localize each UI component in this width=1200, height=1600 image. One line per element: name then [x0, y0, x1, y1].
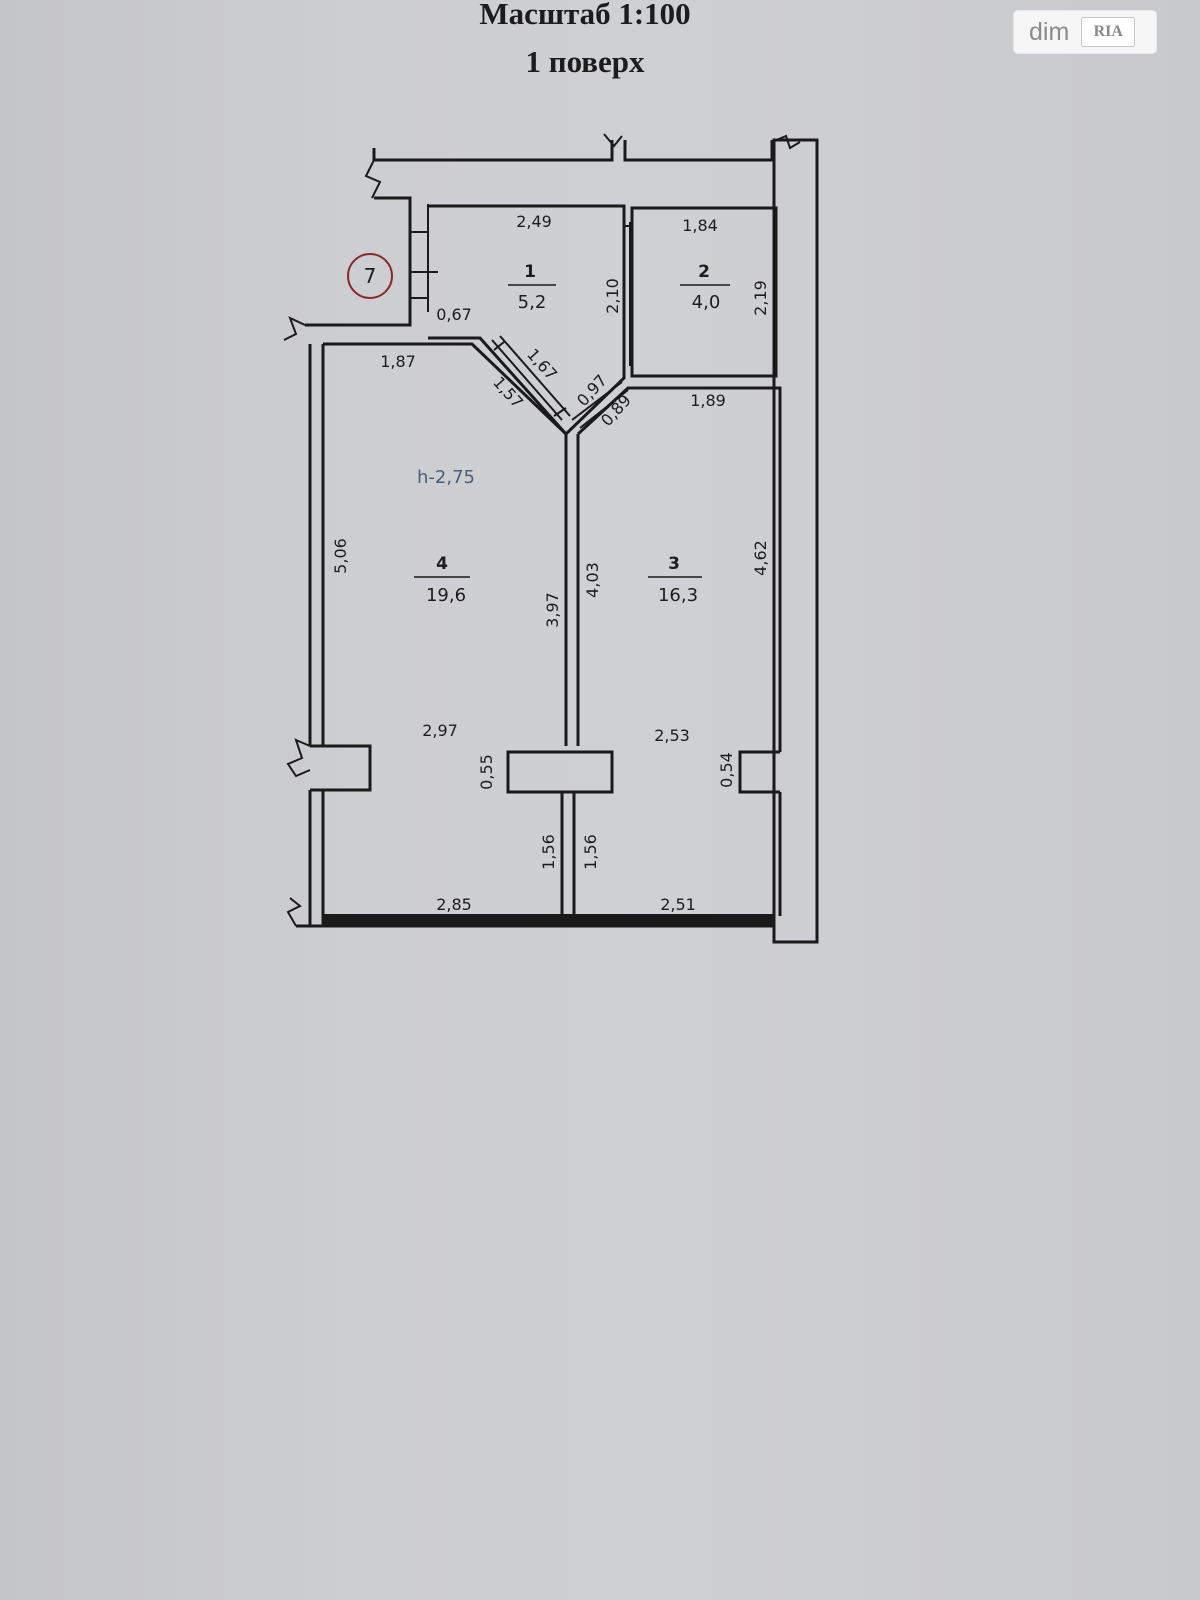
- dim-room3-right: 4,62: [751, 540, 770, 576]
- dim-room3-left: 4,03: [583, 562, 602, 598]
- room-3-number: 3: [668, 554, 680, 574]
- scale-title: Масштаб 1:100: [479, 0, 691, 31]
- dim-room4-right: 3,97: [543, 592, 562, 628]
- dim-room2-right: 2,19: [751, 280, 770, 316]
- dim-room4-left: 5,06: [331, 538, 350, 574]
- right-outer-wall: [772, 138, 819, 944]
- room-2-area: 4,0: [692, 292, 721, 313]
- room-3-area: 16,3: [658, 585, 698, 606]
- watermark-text: dim: [1029, 17, 1070, 46]
- dim-room3-width: 2,53: [654, 726, 690, 745]
- dim-door-room1: 0,97: [573, 371, 611, 410]
- dim-room3-top: 1,89: [690, 391, 726, 410]
- room-2-number: 2: [698, 262, 710, 282]
- ceiling-height-label: h-2,75: [417, 467, 475, 488]
- dim-room3-lower: 1,56: [581, 834, 600, 870]
- dimria-watermark: dim RIA: [1014, 11, 1156, 53]
- dim-room4-bottom: 2,85: [436, 895, 472, 914]
- room-2-outline: [630, 206, 778, 378]
- bottom-wall-break: [286, 897, 302, 927]
- center-wall-block: [506, 750, 614, 794]
- room-1-area: 5,2: [518, 292, 547, 313]
- dim-room1-top: 2,49: [516, 212, 552, 231]
- room-4-outline: [323, 342, 568, 746]
- room-4-area: 19,6: [426, 585, 466, 606]
- dim-room4-lower: 1,56: [539, 834, 558, 870]
- room-3-outline: [576, 386, 782, 752]
- entrance-marker-label: 7: [364, 264, 377, 288]
- entrance-marker-circle: [347, 253, 393, 299]
- floor-title: 1 поверх: [525, 44, 645, 79]
- watermark-badge: RIA: [1081, 17, 1136, 47]
- dim-diagonal-outer: 1,67: [523, 345, 561, 384]
- left-niche: [310, 744, 372, 792]
- dim-room1-left: 0,67: [436, 305, 472, 324]
- dim-right-niche: 0,54: [717, 752, 736, 788]
- top-outer-wall: [364, 133, 801, 199]
- room-1-outline: [428, 204, 626, 437]
- entrance-door: [409, 204, 438, 312]
- entrance-wall: [305, 196, 412, 327]
- left-wall-break: [283, 316, 306, 341]
- dim-room4-top: 1,87: [380, 352, 416, 371]
- bottom-window-wall: [323, 914, 773, 926]
- dim-room1-right: 2,10: [603, 278, 622, 314]
- doorway-room1-room4: [491, 335, 571, 421]
- dim-room3-bottom: 2,51: [660, 895, 696, 914]
- room-1-number: 1: [524, 262, 536, 282]
- dim-room2-top: 1,84: [682, 216, 718, 235]
- left-wall-break-2: [286, 738, 311, 778]
- dim-room4-width: 2,97: [422, 721, 458, 740]
- dim-center-block: 0,55: [477, 754, 496, 790]
- dim-diagonal-inner: 1,57: [489, 373, 527, 412]
- right-niche: [738, 750, 780, 794]
- room-4-number: 4: [436, 554, 448, 574]
